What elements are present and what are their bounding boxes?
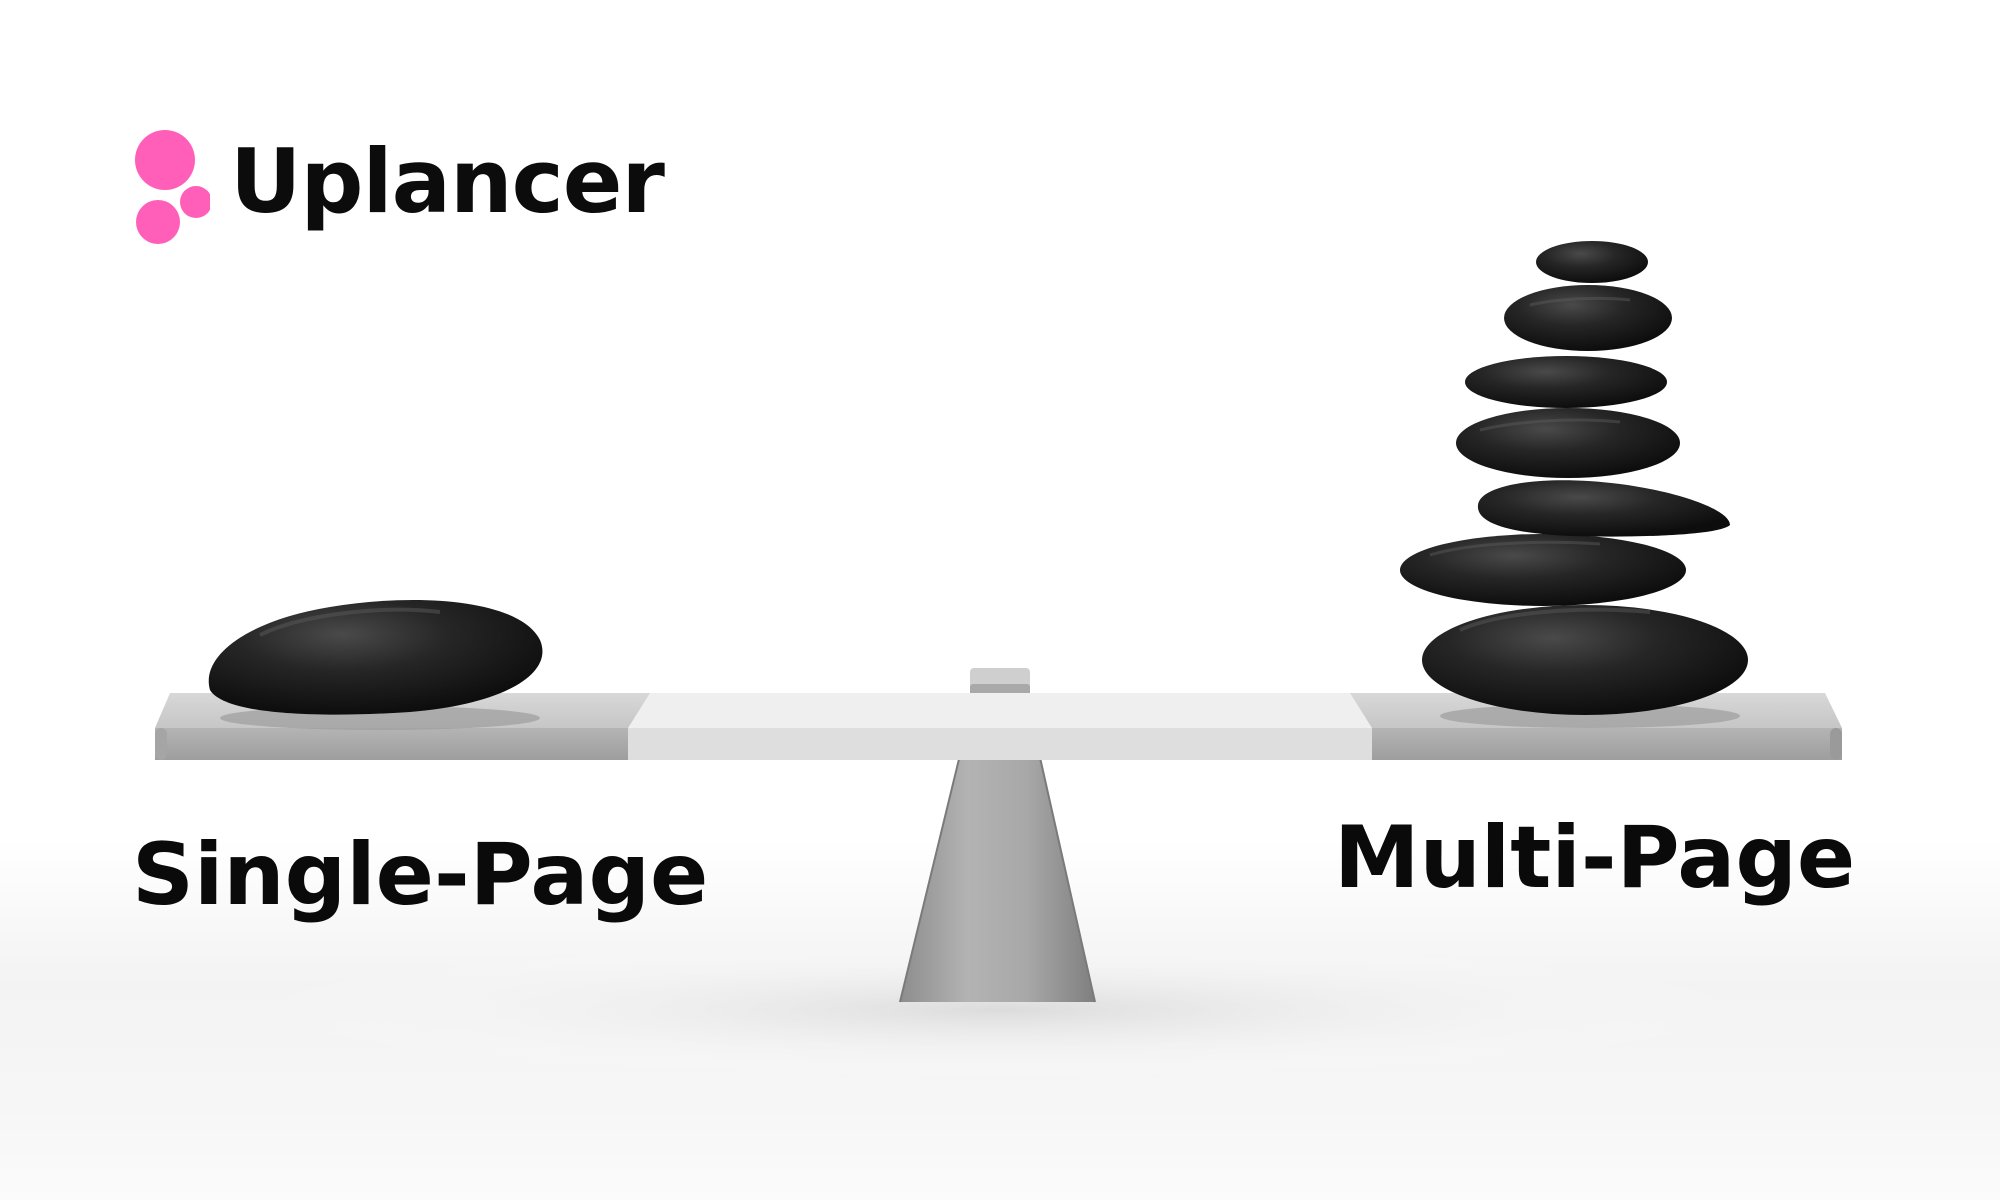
- seesaw-fulcrum: [899, 721, 1096, 1003]
- bubbles-logo-icon: [135, 130, 210, 244]
- uplancer-logo: Uplancer: [130, 130, 690, 250]
- fulcrum-cap: [970, 668, 1030, 696]
- brand-name: Uplancer: [230, 130, 665, 233]
- single-page-label: Single-Page: [132, 825, 709, 925]
- right-stone-stack: [1400, 241, 1748, 728]
- floor-shadow: [240, 940, 1760, 1080]
- left-stone: [208, 599, 543, 730]
- seesaw-board: [155, 693, 1842, 760]
- multi-page-label: Multi-Page: [1334, 808, 1856, 908]
